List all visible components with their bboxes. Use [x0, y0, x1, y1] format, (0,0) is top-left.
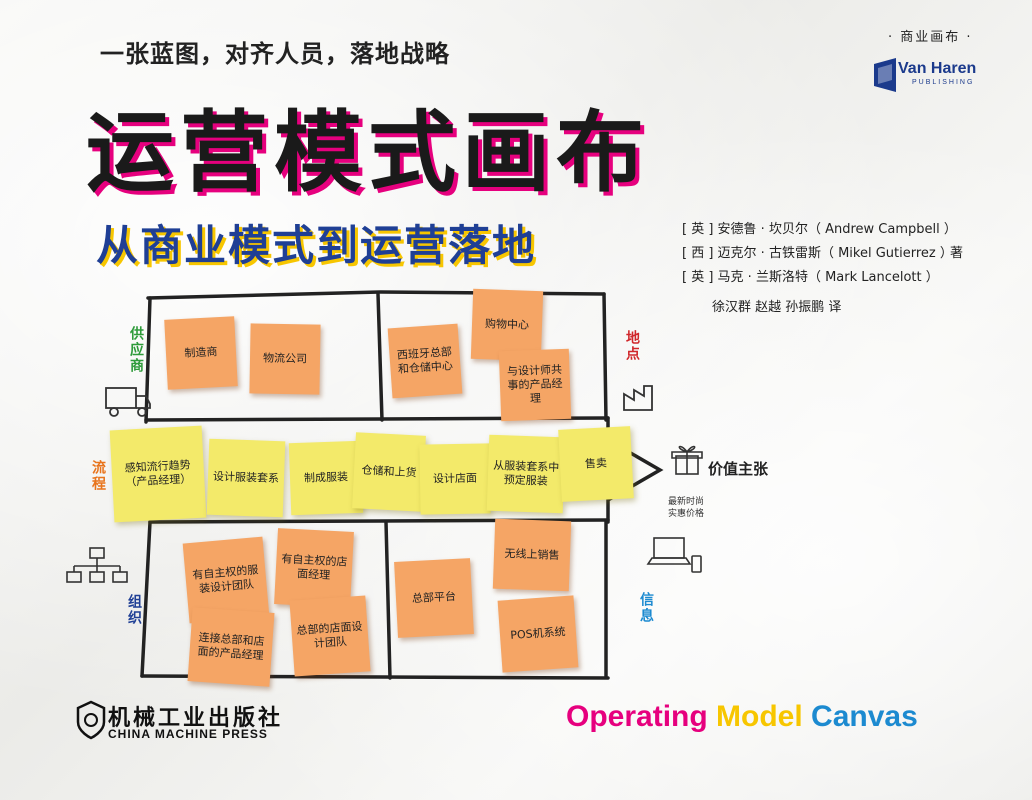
label-information: 信息 — [638, 592, 654, 624]
laptop-icon — [646, 537, 702, 573]
note-product-manager: 与设计师共事的产品经理 — [498, 348, 572, 422]
english-title-word-2: Model — [716, 700, 803, 733]
note-manufacturer: 制造商 — [164, 316, 238, 390]
note-sell: 售卖 — [558, 426, 634, 502]
note-connecting-pm: 连接总部和店面的产品经理 — [187, 607, 275, 687]
author-1: [ 英 ] 安德鲁 · 坎贝尔（ Andrew Campbell ） — [682, 222, 957, 237]
book-subtitle: 从商业模式到运营落地 — [96, 221, 537, 270]
note-no-online-sales: 无线上销售 — [492, 518, 572, 592]
van-haren-logo: Van Haren PUBLISHING — [874, 56, 994, 96]
label-organization: 组织 — [126, 594, 142, 626]
truck-icon — [105, 387, 151, 417]
value-note-2: 实惠价格 — [668, 509, 705, 519]
note-pos-system: POS机系统 — [497, 595, 579, 673]
translators: 徐汉群 赵越 孙振鹏 译 — [712, 300, 842, 315]
note-logistics: 物流公司 — [249, 323, 321, 395]
note-trend: 感知流行趋势（产品经理） — [109, 425, 207, 523]
note-design-store: 设计店面 — [419, 443, 491, 515]
note-order-collection: 从服装套系中预定服装 — [486, 434, 566, 514]
english-title-word-1: Operating — [566, 700, 708, 733]
gift-icon — [671, 445, 703, 475]
book-title: 运营模式画布 — [86, 101, 651, 204]
tagline: 一张蓝图，对齐人员，落地战略 — [100, 40, 450, 68]
org-chart-icon — [66, 547, 128, 583]
note-hq-platform: 总部平台 — [394, 558, 474, 638]
logo-word: Van Haren — [898, 60, 977, 77]
note-warehouse-stock: 仓储和上货 — [352, 432, 426, 512]
note-store-design-team: 总部的店面设计团队 — [289, 595, 371, 677]
series-label: · 商业画布 · — [888, 30, 973, 45]
logo-mark-icon — [874, 58, 896, 92]
note-design-collection: 设计服装套系 — [206, 438, 286, 518]
author-2: [ 西 ] 迈克尔 · 古铁雷斯（ Mikel Gutierrez ） — [682, 246, 953, 261]
publisher-name-en: CHINA MACHINE PRESS — [108, 727, 268, 741]
publisher-emblem-icon — [76, 700, 106, 740]
note-hq-warehouse: 西班牙总部和仓储中心 — [387, 323, 463, 399]
factory-icon — [623, 385, 653, 411]
english-title: Operating Model Canvas — [566, 700, 918, 734]
label-suppliers: 供应商 — [128, 326, 144, 374]
logo-sub: PUBLISHING — [912, 79, 975, 86]
author-role: 著 — [950, 246, 964, 261]
note-store-manager: 有自主权的店面经理 — [274, 528, 354, 608]
label-value-proposition: 价值主张 — [708, 460, 769, 478]
label-process: 流程 — [90, 460, 106, 492]
label-locations: 地点 — [624, 330, 640, 362]
value-note-1: 最新时尚 — [668, 497, 705, 507]
author-3: [ 英 ] 马克 · 兰斯洛特（ Mark Lancelott ） — [682, 270, 939, 285]
english-title-word-3: Canvas — [811, 700, 918, 733]
publisher-name-zh: 机械工业出版社 — [108, 706, 284, 731]
